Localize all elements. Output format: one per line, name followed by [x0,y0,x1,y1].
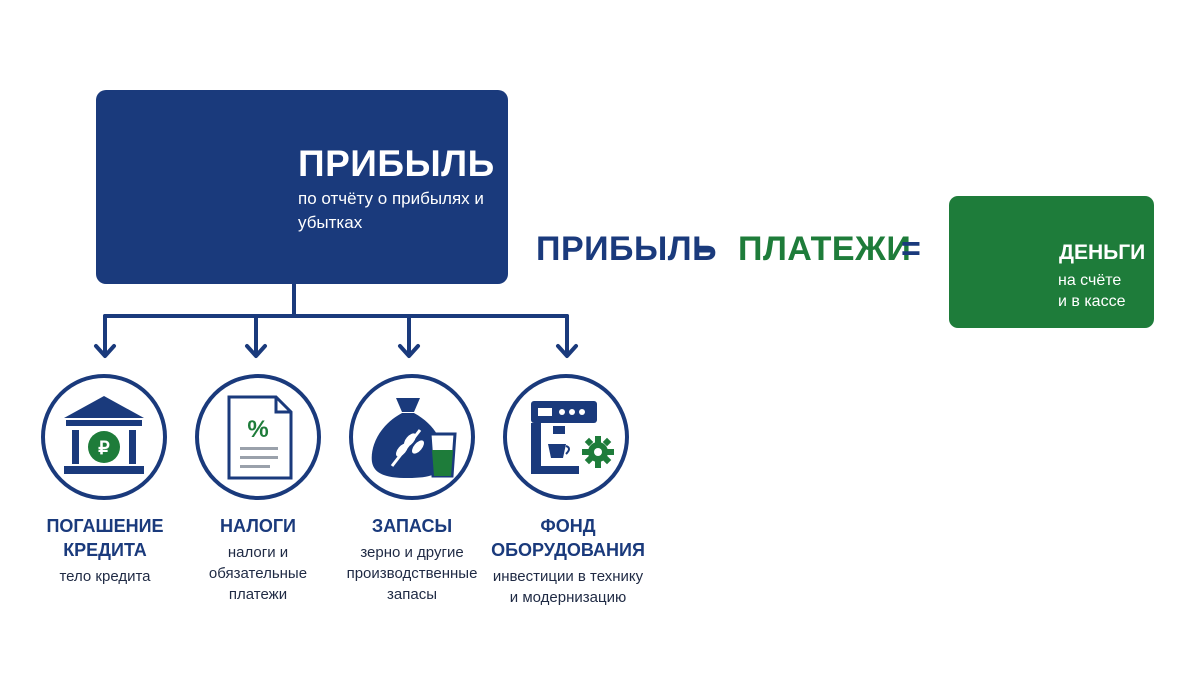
category-description: тело кредита [15,566,195,587]
profit-title: ПРИБЫЛЬ [298,143,495,184]
category-description: зерно и другие производственные запасы [322,542,502,605]
money-line-1: на счёте [1058,272,1122,289]
category-loan: ПОГАШЕНИЕ КРЕДИТА тело кредита [15,514,195,587]
equipment-icon [531,401,614,474]
category-desc-line: налоги и [227,544,289,561]
category-desc-line: платежи [228,586,288,603]
category-taxes: НАЛОГИ налоги и обязательные платежи [168,514,348,605]
category-desc-line: и модернизацию [509,589,627,606]
category-title-line-1: ЗАПАСЫ [371,516,453,536]
money-title: ДЕНЬГИ [1059,241,1146,264]
category-title-line-1: ФОНД [540,516,596,536]
tax-document-icon: % [227,395,293,480]
category-title-line-1: НАЛОГИ [220,516,296,536]
formula-profit: ПРИБЫЛЬ [536,230,718,268]
equipment-circle [503,374,629,500]
category-desc-line: производственные [346,565,478,582]
profit-subtitle: по отчёту о прибылях и убытках [298,189,484,232]
category-title-line-2: ОБОРУДОВАНИЯ [491,540,645,560]
category-description: инвестиции в технику и модернизацию [478,566,658,608]
money-subtitle: на счёте и в кассе [1058,270,1125,312]
arrow-to-equipment [556,314,578,358]
money-box [949,196,1154,328]
category-desc-line: тело кредита [59,568,151,585]
formula-equals: = [901,230,922,268]
category-desc-line: обязательные [208,565,308,582]
stock-circle [349,374,475,500]
category-title-line-1: ПОГАШЕНИЕ [46,516,164,536]
loan-circle: ₽ [41,374,167,500]
money-line-2: и в кассе [1058,293,1126,310]
profit-box [96,90,508,284]
category-desc-line: зерно и другие [360,544,464,561]
category-desc-line: инвестиции в технику [492,568,644,585]
category-description: налоги и обязательные платежи [168,542,348,605]
category-equipment: ФОНД ОБОРУДОВАНИЯ инвестиции в технику и… [478,514,658,608]
arrow-to-stock [398,314,420,358]
category-title-line-2: КРЕДИТА [63,540,147,560]
arrow-to-taxes [245,314,267,358]
grain-sack-icon [371,398,457,478]
formula-minus: – [696,230,716,268]
taxes-circle: % [195,374,321,500]
category-stock: ЗАПАСЫ зерно и другие производственные з… [322,514,502,605]
connector-lines [94,282,578,358]
bank-icon: ₽ [64,396,144,474]
formula-payments: ПЛАТЕЖИ [738,230,912,268]
percent-sign: % [247,416,268,443]
bank-ruble-sign: ₽ [98,438,110,458]
category-desc-line: запасы [387,586,437,603]
arrow-to-loan [94,314,116,358]
